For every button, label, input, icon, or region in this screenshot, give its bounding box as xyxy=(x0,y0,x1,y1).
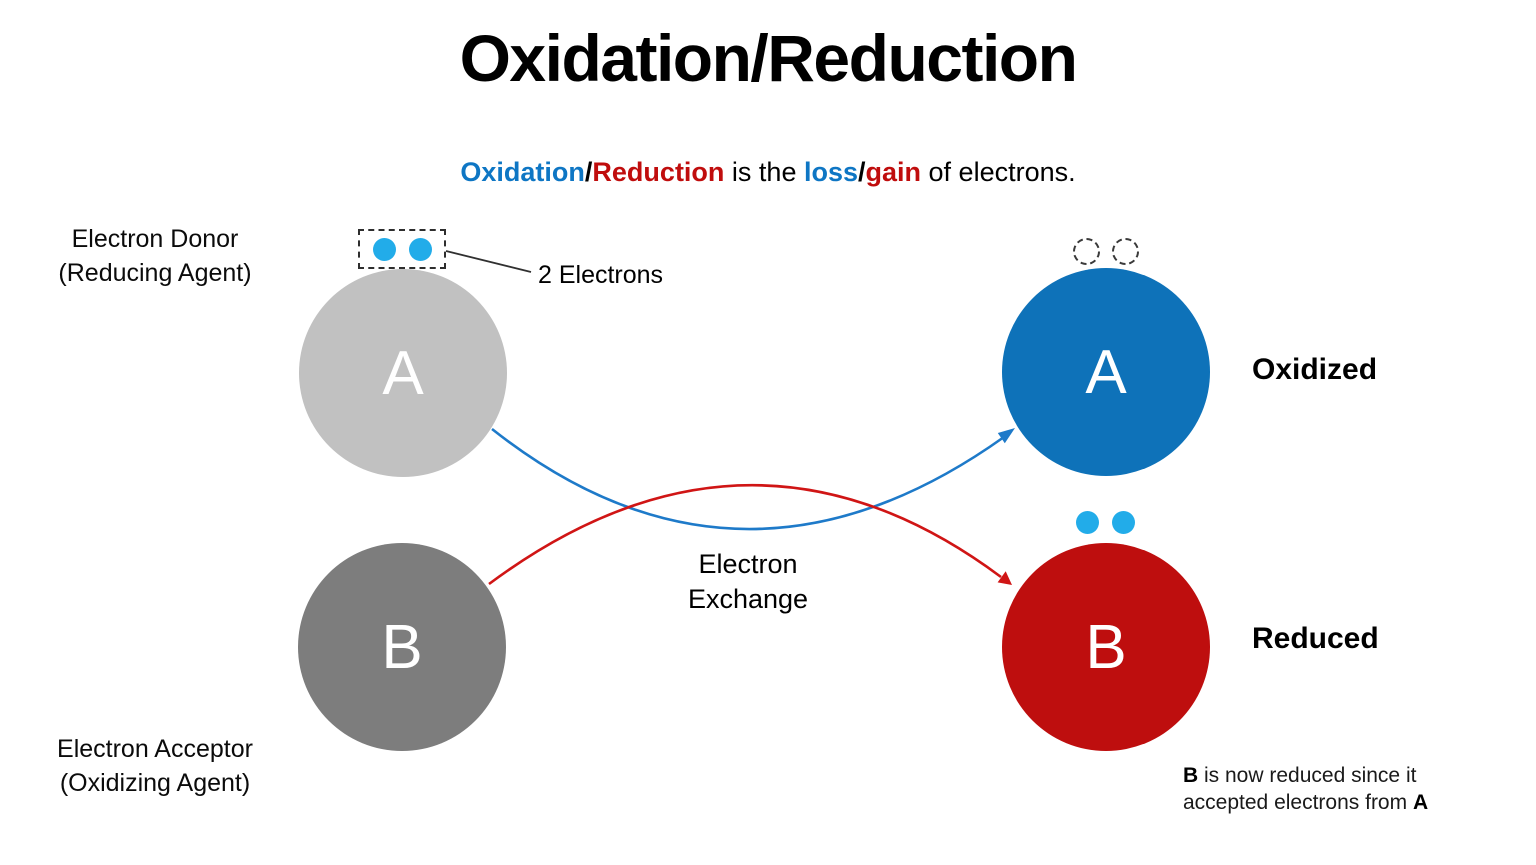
oxidation-arrowhead-icon xyxy=(997,428,1015,444)
subtitle-mid-text: is the xyxy=(724,157,804,187)
subtitle-slash: / xyxy=(584,157,593,187)
circle-a-oxidized: A xyxy=(1002,268,1210,476)
footnote-bold-a: A xyxy=(1412,791,1429,814)
circle-a-oxidized-letter: A xyxy=(1085,337,1127,407)
electron-dot-icon xyxy=(373,238,396,261)
circle-b-acceptor-letter: B xyxy=(381,612,423,682)
subtitle-word-loss: loss xyxy=(803,157,858,187)
footnote-bold-b: B xyxy=(1183,764,1199,787)
footnote-line-1: B is now reduced since it xyxy=(1183,764,1417,787)
electron-donor-label: Electron Donor (Reducing Agent) xyxy=(58,225,252,287)
callout-line xyxy=(445,250,532,273)
subtitle-word-oxidation: Oxidation xyxy=(460,157,585,187)
electron-dot-icon xyxy=(1076,511,1099,534)
reduced-label: Reduced xyxy=(1252,622,1379,655)
subtitle-end-text: of electrons. xyxy=(921,157,1076,187)
empty-electron-slot-icon xyxy=(1073,238,1100,265)
circle-a-donor: A xyxy=(299,269,507,477)
electron-acceptor-label: Electron Acceptor (Oxidizing Agent) xyxy=(57,735,253,797)
empty-electron-slot-icon xyxy=(1112,238,1139,265)
electron-pair-box xyxy=(358,229,446,269)
circle-b-acceptor: B xyxy=(298,543,506,751)
oxidized-label: Oxidized xyxy=(1252,353,1378,386)
electron-dot-icon xyxy=(1112,511,1135,534)
electron-dot-icon xyxy=(409,238,432,261)
two-electrons-callout-label: 2 Electrons xyxy=(538,261,664,289)
subtitle: Oxidation/Reduction is the loss/gain of … xyxy=(0,157,1536,188)
page-title: Oxidation/Reduction xyxy=(459,21,1078,95)
subtitle-word-gain: gain xyxy=(865,157,922,187)
subtitle-slash: / xyxy=(858,157,866,187)
footnote-line-2: accepted electrons from A xyxy=(1183,791,1429,814)
circle-b-reduced: B xyxy=(1002,543,1210,751)
footnote: B is now reduced since it accepted elect… xyxy=(1183,762,1428,816)
oxidation-arrow xyxy=(491,427,1005,531)
circle-a-donor-letter: A xyxy=(382,338,424,408)
subtitle-word-reduction: Reduction xyxy=(592,157,725,187)
electron-exchange-label: Electron Exchange xyxy=(687,549,809,614)
circle-b-reduced-letter: B xyxy=(1085,612,1127,682)
reduction-arrowhead-icon xyxy=(997,571,1012,585)
